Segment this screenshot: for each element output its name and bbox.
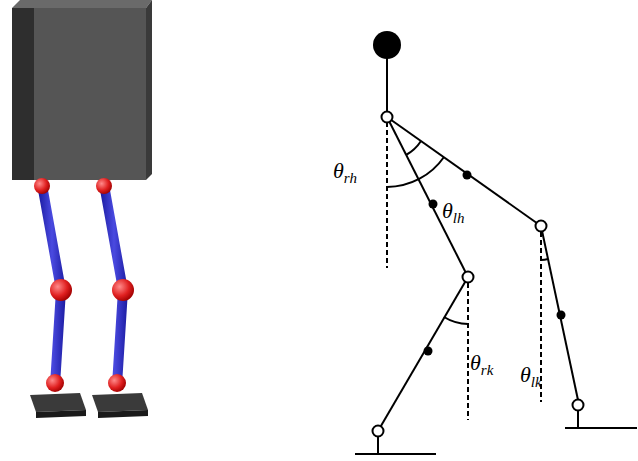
angle-label: θrk <box>470 352 493 378</box>
angle-label: θlk <box>520 364 542 390</box>
angle-label: θrh <box>333 160 357 186</box>
angle-label: θlh <box>442 200 464 226</box>
